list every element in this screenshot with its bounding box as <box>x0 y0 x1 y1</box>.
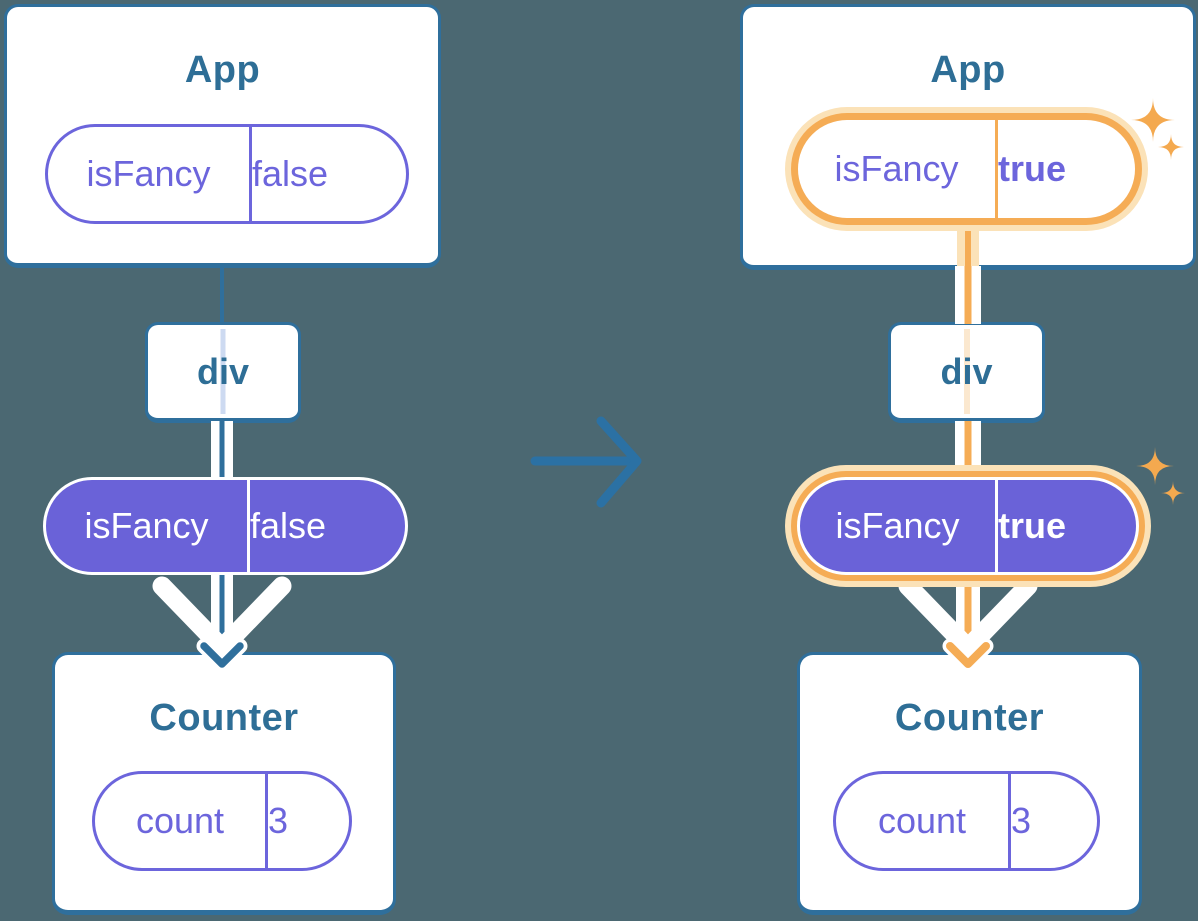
prop-key-label: isFancy <box>84 505 209 546</box>
state-key-label: isFancy <box>86 153 211 194</box>
state-value-label: 3 <box>265 774 288 868</box>
state-pill-count-before: count 3 <box>92 771 352 871</box>
sparkles-icon-prop-change <box>1136 447 1185 505</box>
prop-key-label: isFancy <box>835 505 960 546</box>
connector-core-blue <box>219 421 225 481</box>
transition-arrow-icon <box>530 416 642 508</box>
prop-pill-isfancy-before: isFancy false <box>43 477 408 575</box>
app-card-before: App isFancy false <box>4 4 441 268</box>
connector-core-orange <box>965 229 971 266</box>
prop-value-label: false <box>247 480 326 572</box>
connector-app-to-div-before <box>220 264 224 324</box>
div-card-before: div <box>145 322 301 423</box>
counter-title: Counter <box>149 697 299 739</box>
app-card-after: App isFancy true <box>740 4 1196 270</box>
state-pill-isfancy-after: isFancy true <box>798 120 1135 218</box>
state-pill-isfancy-before: isFancy false <box>45 124 409 224</box>
counter-card-before: Counter count 3 <box>52 652 396 915</box>
connector-core-orange <box>964 266 972 324</box>
sparkles-icon-state-change <box>1131 98 1184 160</box>
connector-core-orange <box>964 421 972 481</box>
state-key-label: count <box>135 800 225 841</box>
state-pill-count-after: count 3 <box>833 771 1100 871</box>
pass-through-line <box>220 329 226 414</box>
counter-card-after: Counter count 3 <box>797 652 1142 915</box>
app-title: App <box>184 49 261 91</box>
prop-value-label: true <box>995 480 1066 572</box>
app-title: App <box>930 49 1006 91</box>
down-arrow-icon-after <box>898 566 1038 672</box>
connector-state-to-edge-after <box>957 229 979 266</box>
connector-div-to-prop-after <box>955 421 981 481</box>
pass-through-line <box>963 329 970 414</box>
connector-app-to-div-after <box>955 266 981 324</box>
state-key-label: isFancy <box>834 148 959 189</box>
counter-title: Counter <box>894 697 1045 739</box>
div-label: div <box>940 350 993 392</box>
div-label: div <box>196 350 249 392</box>
div-card-after: div <box>888 322 1045 423</box>
down-arrow-icon-before <box>152 566 292 672</box>
connector-div-to-prop-before <box>211 421 233 481</box>
state-value-label: 3 <box>1008 774 1031 868</box>
prop-pill-isfancy-after: isFancy true <box>797 477 1139 575</box>
state-value-label: true <box>995 120 1066 218</box>
state-key-label: count <box>877 800 967 841</box>
state-value-label: false <box>249 127 328 221</box>
